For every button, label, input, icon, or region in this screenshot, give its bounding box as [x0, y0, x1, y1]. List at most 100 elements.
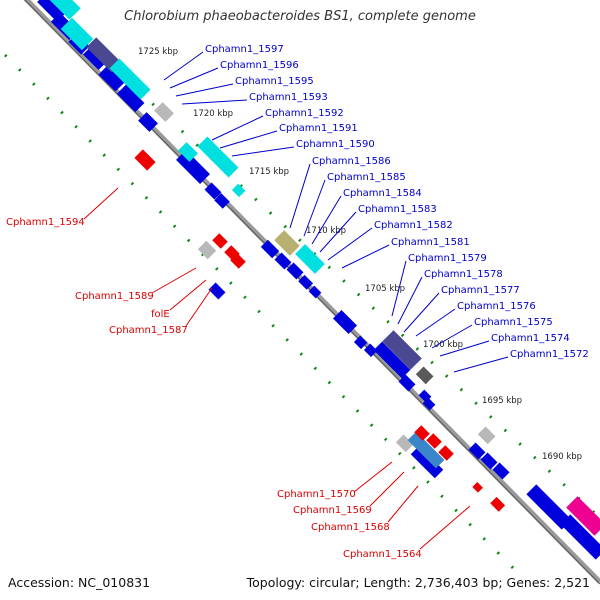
gene-label[interactable]: Cphamn1_1577 — [441, 285, 520, 296]
gene-label[interactable]: Cphamn1_1583 — [358, 204, 437, 215]
gene-block[interactable] — [176, 150, 210, 184]
gene-block[interactable] — [373, 341, 411, 379]
feature-block-cyan[interactable] — [109, 58, 151, 100]
feature-block-gray[interactable] — [395, 434, 414, 453]
gene-label[interactable]: Cphamn1_1587 — [109, 325, 188, 336]
gene-block[interactable] — [560, 514, 600, 560]
leader-line — [83, 187, 119, 220]
gene-label[interactable]: folE — [151, 309, 170, 320]
leader-line — [175, 83, 234, 97]
feature-block-olive[interactable] — [274, 230, 300, 256]
gene-label[interactable]: Cphamn1_1593 — [249, 92, 328, 103]
gene-label[interactable]: Cphamn1_1574 — [491, 333, 570, 344]
feature-block-cyan[interactable] — [60, 17, 94, 51]
gene-block[interactable] — [98, 65, 125, 92]
gene-label[interactable]: Cphamn1_1594 — [6, 217, 85, 228]
leader-line — [403, 292, 440, 333]
leader-line — [439, 340, 490, 357]
gene-label[interactable]: Cphamn1_1578 — [424, 269, 503, 280]
gene-block[interactable] — [468, 442, 486, 460]
gene-label[interactable]: Cphamn1_1581 — [391, 237, 470, 248]
gene-block[interactable] — [274, 252, 292, 270]
gene-block[interactable] — [260, 239, 280, 259]
gene-block[interactable] — [298, 274, 314, 290]
feature-block-magenta[interactable] — [566, 496, 600, 536]
leader-line — [181, 99, 248, 105]
gene-label[interactable]: Cphamn1_1575 — [474, 317, 553, 328]
reverse-labels: Cphamn1_1594 Cphamn1_1589 folE Cphamn1_1… — [6, 187, 471, 560]
summary-text: Topology: circular; Length: 2,736,403 bp… — [246, 575, 590, 590]
gene-block[interactable] — [208, 282, 226, 300]
scale-label: 1725 kbp — [138, 47, 178, 57]
gene-label[interactable]: Cphamn1_1586 — [312, 156, 391, 167]
leader-line — [231, 146, 295, 157]
gene-block[interactable] — [214, 193, 230, 209]
forward-gene-track — [37, 0, 600, 560]
gene-block[interactable] — [480, 452, 498, 470]
gene-block[interactable] — [492, 462, 510, 480]
gene-block[interactable] — [212, 233, 228, 249]
gene-block[interactable] — [490, 496, 506, 512]
gene-block[interactable] — [134, 149, 156, 171]
gene-label[interactable]: Cphamn1_1569 — [293, 505, 372, 516]
gene-label[interactable]: Cphamn1_1582 — [374, 220, 453, 231]
gene-block[interactable] — [138, 112, 158, 132]
feature-block-indigo[interactable] — [86, 37, 122, 73]
leader-line — [327, 227, 373, 261]
feature-block-gray[interactable] — [197, 240, 217, 260]
gene-block[interactable] — [398, 374, 416, 392]
feature-block-cyan[interactable] — [45, 0, 81, 20]
gene-block[interactable] — [204, 182, 222, 200]
feature-block-gray[interactable] — [415, 366, 434, 385]
gene-label[interactable]: Cphamn1_1576 — [457, 301, 536, 312]
gene-label[interactable]: Cphamn1_1579 — [408, 253, 487, 264]
gene-label[interactable]: Cphamn1_1596 — [220, 60, 299, 71]
gene-label[interactable]: Cphamn1_1595 — [235, 76, 314, 87]
gene-block[interactable] — [116, 84, 145, 113]
scale-label: 1705 kbp — [365, 284, 405, 294]
feature-block-cyan[interactable] — [231, 183, 246, 198]
leader-line — [453, 356, 509, 373]
feature-block-cyan[interactable] — [295, 244, 325, 274]
feature-block-gray[interactable] — [477, 426, 496, 445]
feature-block-cyan[interactable] — [197, 136, 239, 178]
forward-labels: Cphamn1_1597 Cphamn1_1596 Cphamn1_1595 C… — [163, 44, 589, 373]
gene-block[interactable] — [308, 285, 322, 299]
gene-label[interactable]: Cphamn1_1584 — [343, 188, 422, 199]
feature-block-indigo[interactable] — [382, 330, 422, 370]
gene-label[interactable]: Cphamn1_1585 — [327, 172, 406, 183]
feature-block-cyan[interactable] — [178, 142, 198, 162]
feature-block-cyan[interactable] — [407, 431, 445, 469]
feature-block-gray[interactable] — [154, 102, 174, 122]
gene-block[interactable] — [426, 433, 442, 449]
gene-block[interactable] — [422, 397, 436, 411]
gene-block[interactable] — [332, 309, 358, 335]
gene-block[interactable] — [526, 484, 572, 530]
leader-line — [219, 130, 278, 149]
leader-line — [311, 195, 342, 245]
gene-label[interactable]: Cphamn1_1564 — [343, 549, 422, 560]
gene-label[interactable]: Cphamn1_1568 — [311, 522, 390, 533]
leader-line — [303, 179, 326, 237]
gene-block[interactable] — [230, 253, 246, 269]
leader-line — [415, 308, 456, 337]
gene-label[interactable]: Cphamn1_1590 — [296, 139, 375, 150]
gene-block[interactable] — [353, 335, 368, 350]
gene-label[interactable]: Cphamn1_1592 — [265, 108, 344, 119]
gene-block[interactable] — [414, 425, 430, 441]
gene-block[interactable] — [438, 445, 454, 461]
gene-block[interactable] — [82, 45, 108, 71]
gene-block[interactable] — [286, 262, 304, 280]
leader-line — [369, 471, 405, 507]
gene-block[interactable] — [472, 482, 483, 493]
map-title: Chlorobium phaeobacteroides BS1, complet… — [124, 9, 476, 24]
gene-label[interactable]: Cphamn1_1597 — [205, 44, 284, 55]
gene-label[interactable]: Cphamn1_1570 — [277, 489, 356, 500]
gene-block[interactable] — [363, 343, 378, 358]
gene-block[interactable] — [410, 445, 444, 479]
leader-line — [169, 67, 219, 89]
gene-label[interactable]: Cphamn1_1572 — [510, 349, 589, 360]
gene-label[interactable]: Cphamn1_1591 — [279, 123, 358, 134]
scale-label: 1710 kbp — [306, 226, 346, 236]
gene-label[interactable]: Cphamn1_1589 — [75, 291, 154, 302]
